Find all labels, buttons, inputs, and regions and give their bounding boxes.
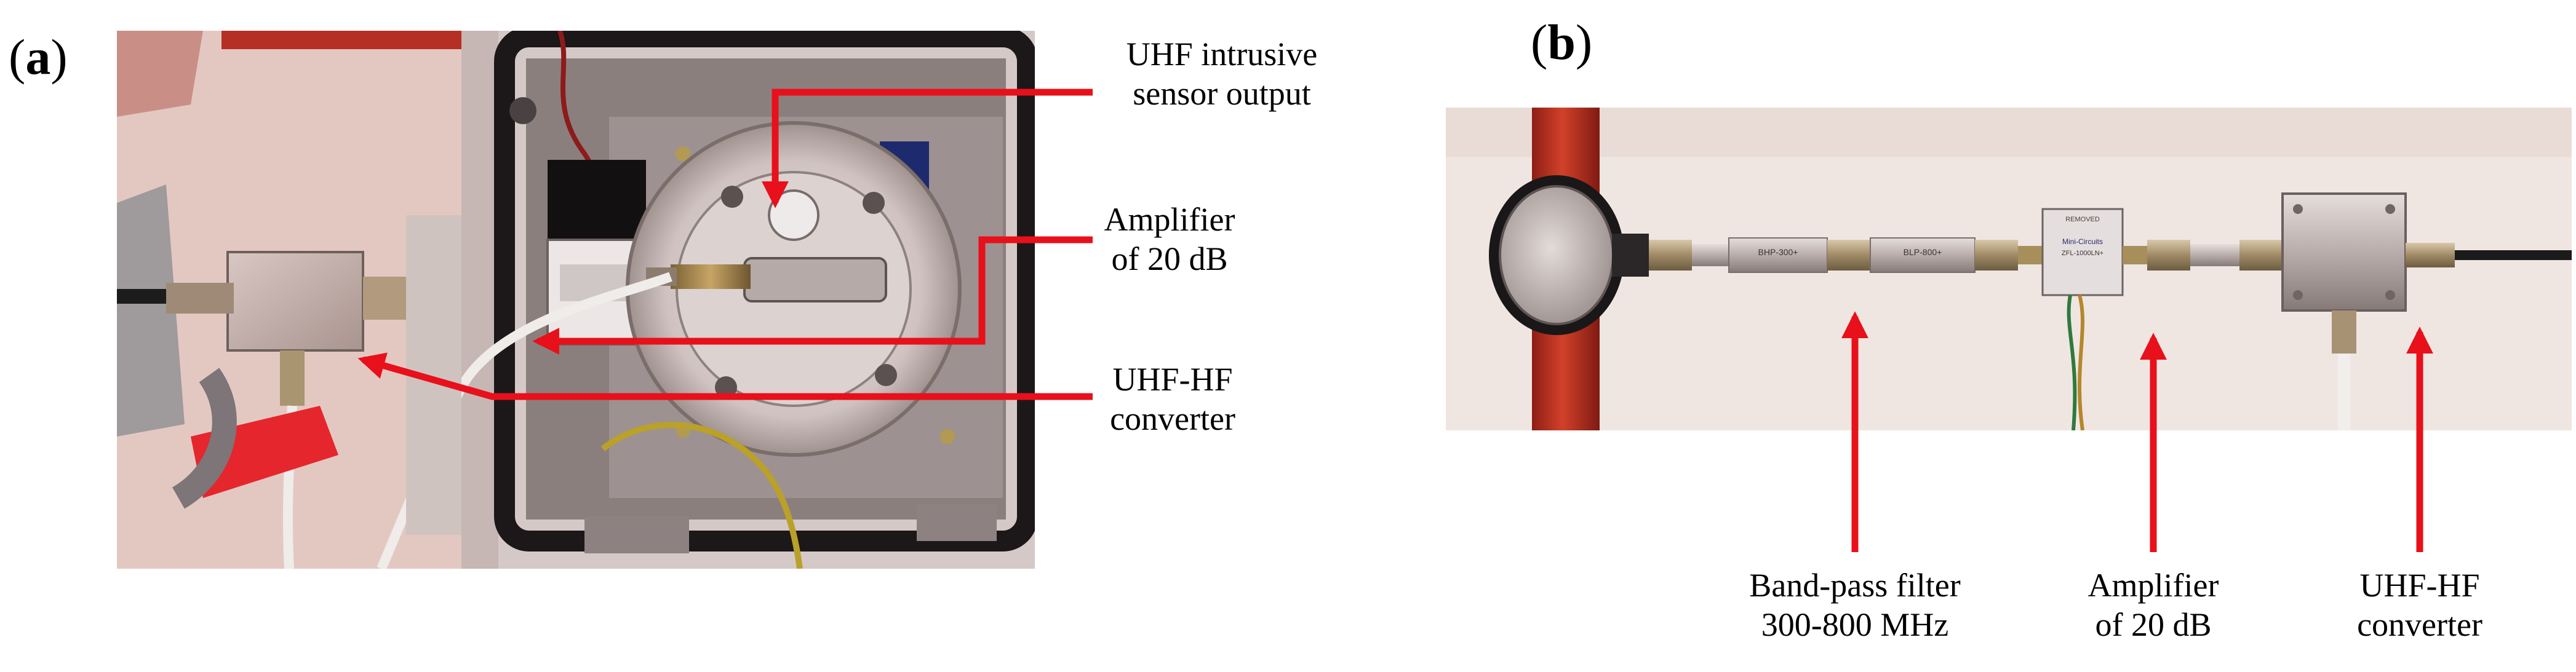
- panel-b-open-paren: (: [1531, 14, 1548, 70]
- panel-a-open-paren: (: [9, 29, 26, 85]
- sensor-output-port: [768, 189, 819, 241]
- converter-screw-3: [2293, 290, 2303, 300]
- annotation-converter-b: UHF-HF converter: [2338, 566, 2502, 644]
- panel-a-photo-drawing: [117, 31, 1035, 569]
- flange-bolt-2: [863, 192, 885, 214]
- annotation-converter-a-line2: converter: [1110, 400, 1235, 437]
- converter-screw-4: [2385, 290, 2395, 300]
- red-pipe-edge: [221, 31, 480, 49]
- annotation-bandpass: Band-pass filter 300-800 MHz: [1683, 566, 2027, 644]
- converter-box-b: [2281, 192, 2407, 312]
- annotation-amplifier-b-line2: of 20 dB: [2095, 606, 2212, 643]
- amplifier-model-text: ZFL-1000LN+: [2062, 250, 2103, 257]
- amplifier-module-b: [2041, 208, 2124, 296]
- annotation-converter-b-line2: converter: [2357, 606, 2482, 643]
- flange-bolt-1: [721, 186, 743, 208]
- annotation-sensor-output-line1: UHF intrusive: [1126, 36, 1318, 73]
- sensor-connector-body: [743, 257, 887, 302]
- ground-wire: [600, 422, 803, 569]
- annotation-amplifier-a-line2: of 20 dB: [1111, 240, 1228, 277]
- enclosure-side: [461, 31, 498, 569]
- enclosure-wall: [406, 215, 461, 535]
- screw-1: [676, 146, 690, 161]
- converter-bottom-connector: [2332, 310, 2356, 354]
- panel-b-photo-drawing: BHP-300+ BLP-800+ REMOVED Mini-Circuits …: [1446, 108, 2572, 430]
- panel-a-photo: [117, 31, 1035, 569]
- nut-1: [1649, 240, 1692, 271]
- annotation-converter-a-line1: UHF-HF: [1112, 361, 1233, 398]
- panel-a-close-paren: ): [50, 29, 68, 85]
- adapter-1: [1692, 244, 1729, 266]
- panel-b-label: (b): [1531, 17, 1592, 68]
- annotation-amplifier-b: Amplifier of 20 dB: [2067, 566, 2239, 644]
- annotation-bandpass-line1: Band-pass filter: [1749, 567, 1961, 604]
- black-box: [548, 160, 646, 246]
- annotation-converter-b-line1: UHF-HF: [2359, 567, 2480, 604]
- flange-bolt-3: [875, 364, 897, 386]
- nut-2: [1827, 240, 1870, 271]
- white-cable-b: [2338, 354, 2350, 430]
- filter-bhp-300-text: BHP-300+: [1758, 247, 1798, 257]
- yellow-wire: [2078, 294, 2084, 430]
- filter-blp-800: [1870, 237, 1976, 273]
- nut-5: [2239, 240, 2283, 271]
- flange-bolt-4: [715, 376, 737, 398]
- annotation-sensor-output: UHF intrusive sensor output: [1093, 34, 1351, 113]
- annotation-sensor-output-line2: sensor output: [1133, 75, 1311, 112]
- sma-amp-out: [2123, 246, 2147, 264]
- nut-3: [1975, 240, 2018, 271]
- panel-b-letter: b: [1547, 14, 1576, 70]
- annotation-bandpass-line2: 300-800 MHz: [1761, 606, 1949, 643]
- annotation-converter-a: UHF-HF converter: [1093, 360, 1253, 438]
- converter-connector-left: [166, 283, 234, 314]
- hinge-left: [584, 516, 689, 553]
- amplifier-brand-text: Mini-Circuits: [2062, 237, 2103, 246]
- converter-connector-bottom: [280, 350, 305, 406]
- amplifier-header-text: REMOVED: [2065, 216, 2100, 223]
- annotation-amplifier-a: Amplifier of 20 dB: [1093, 200, 1246, 279]
- green-wire: [2067, 294, 2077, 430]
- panel-b-close-paren: ): [1575, 14, 1593, 70]
- panel-b-photo: BHP-300+ BLP-800+ REMOVED Mini-Circuits …: [1446, 108, 2572, 430]
- red-top-corner: [117, 31, 203, 117]
- sensor-plate: [1499, 185, 1614, 325]
- black-cable-left: [117, 289, 166, 304]
- grey-strip: [117, 184, 185, 437]
- filter-blp-800-text: BLP-800+: [1904, 247, 1942, 257]
- brass-coupling: [671, 264, 751, 289]
- converter-box-a: [226, 251, 364, 352]
- converter-screw-1: [2293, 204, 2303, 214]
- screw-3: [940, 429, 955, 444]
- grey-arc: [172, 368, 237, 509]
- converter-screw-2: [2385, 204, 2395, 214]
- converter-output-connector: [2406, 243, 2455, 267]
- panel-a-letter: a: [25, 29, 51, 85]
- nut-4: [2147, 240, 2190, 271]
- annotation-amplifier-a-line1: Amplifier: [1104, 201, 1235, 238]
- clamp-connector: [1612, 234, 1649, 277]
- panel-a-label: (a): [9, 32, 68, 82]
- wall-top-shade: [1446, 108, 2572, 157]
- sma-amp-in: [2018, 246, 2043, 264]
- annotation-amplifier-b-line1: Amplifier: [2088, 567, 2219, 604]
- output-black-cable: [2455, 250, 2572, 260]
- adapter-2: [2190, 244, 2239, 266]
- connector-top: [509, 97, 536, 124]
- hinge-right: [917, 504, 997, 541]
